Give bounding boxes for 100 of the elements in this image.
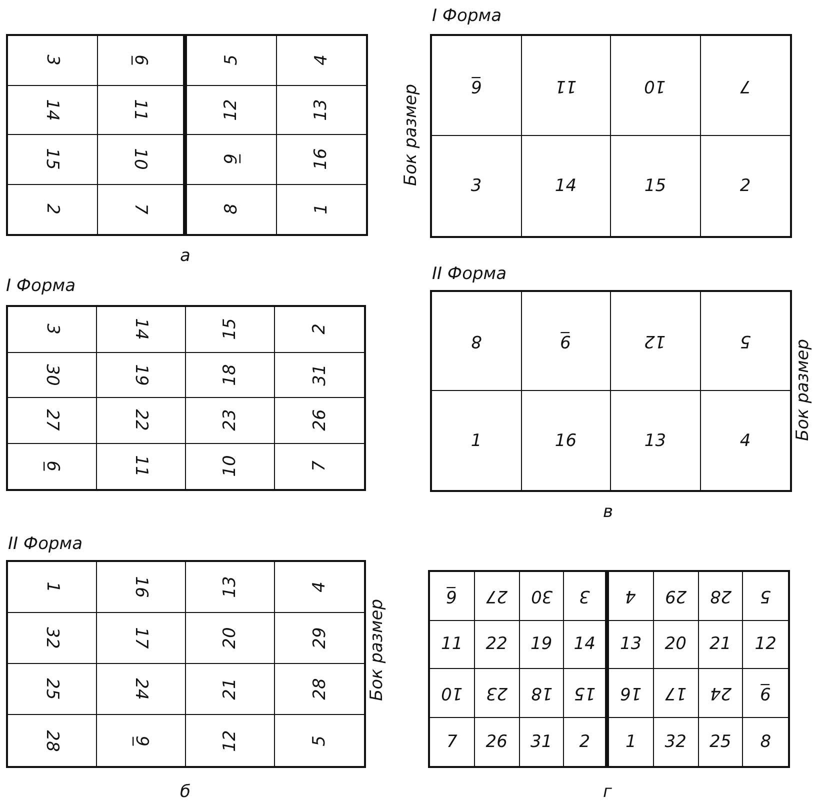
- page-cell: 30: [8, 352, 97, 398]
- page-cell: 11: [97, 444, 186, 489]
- page-cell: 16: [522, 391, 611, 490]
- panel-letter: г: [603, 782, 612, 802]
- page-cell-text: 7: [308, 460, 330, 474]
- page-cell: 14: [97, 307, 186, 352]
- page-cell: 13: [611, 391, 700, 490]
- page-cell: 9̲: [522, 292, 611, 391]
- page-cell: 5: [743, 572, 788, 620]
- page-cell: 21: [698, 620, 744, 669]
- page-cell: 10: [430, 669, 475, 718]
- page-cell: 19: [520, 620, 564, 669]
- page-cell: 18: [520, 669, 564, 718]
- page-cell: 16: [609, 669, 654, 718]
- page-cell: 6̲: [98, 36, 187, 86]
- page-cell: 2: [8, 184, 98, 234]
- page-cell: 14: [522, 136, 611, 236]
- form-title: I Форма: [432, 6, 502, 26]
- form-title: I Форма: [6, 276, 76, 296]
- page-cell: 18: [186, 352, 275, 398]
- page-cell-text: 2: [738, 175, 752, 198]
- page-cell: 26: [474, 718, 520, 766]
- page-cell: 1: [432, 391, 522, 490]
- page-cell: 14: [8, 86, 98, 135]
- page-cell: 19: [97, 352, 186, 398]
- page-cell: 8: [187, 184, 276, 234]
- page-cell: 24: [698, 669, 744, 718]
- panel-letter: а: [180, 246, 190, 266]
- page-cell: 9̲: [187, 135, 276, 184]
- page-cell: 15: [8, 135, 98, 184]
- page-cell-text: 4: [738, 430, 752, 452]
- page-cell: 11: [522, 36, 611, 136]
- page-cell: 32: [8, 613, 97, 664]
- page-cell: 17: [97, 613, 186, 664]
- page-cell: 22: [97, 398, 186, 444]
- panel-letter: б: [180, 782, 190, 802]
- page-cell: 25: [8, 664, 97, 715]
- page-cell: 2: [275, 307, 364, 352]
- page-cell: 13: [276, 86, 366, 135]
- page-cell: 17: [654, 669, 698, 718]
- form-title: II Форма: [432, 264, 506, 284]
- page-cell: 6̲: [8, 444, 97, 489]
- page-cell: 15: [564, 669, 609, 718]
- page-cell: 22: [474, 620, 520, 669]
- page-cell: 26: [275, 398, 364, 444]
- side-label: Бок размер: [793, 338, 814, 442]
- page-cell: 4: [609, 572, 654, 620]
- page-cell-text: 1: [310, 202, 332, 217]
- form-title: II Форма: [8, 534, 82, 554]
- side-label: Бок размер: [401, 84, 422, 186]
- page-cell: 27: [8, 398, 97, 444]
- page-cell: 27: [474, 572, 520, 620]
- page-cell: 16: [97, 562, 186, 613]
- page-cell: 4: [276, 36, 366, 86]
- page-cell: 15: [611, 136, 700, 236]
- page-cell: 6̲: [432, 36, 522, 136]
- page-cell: 6̲: [430, 572, 475, 620]
- page-cell: 25: [698, 718, 744, 766]
- page-cell: 10: [186, 444, 275, 489]
- page-cell: 28: [8, 715, 97, 766]
- page-cell: 3: [8, 36, 98, 86]
- page-cell: 11: [98, 86, 187, 135]
- page-cell: 8: [432, 292, 522, 391]
- page-cell: 14: [564, 620, 609, 669]
- page-cell: 23: [474, 669, 520, 718]
- side-label: Бок размер: [367, 598, 388, 702]
- page-cell: 5: [700, 292, 790, 391]
- page-cell: 3: [8, 307, 97, 352]
- page-cell: 9̲: [97, 715, 186, 766]
- page-cell: 10: [611, 36, 700, 136]
- page-cell: 15: [186, 307, 275, 352]
- page-cell: 20: [186, 613, 275, 664]
- page-cell: 7: [430, 718, 475, 766]
- page-cell: 12: [187, 86, 276, 135]
- page-cell: 32: [654, 718, 698, 766]
- page-cell: 29: [275, 613, 364, 664]
- page-cell: 29: [654, 572, 698, 620]
- page-cell: 7: [700, 36, 790, 136]
- page-cell: 16: [276, 135, 366, 184]
- page-cell-text: 8: [759, 730, 772, 754]
- page-cell: 4: [275, 562, 364, 613]
- page-cell: 2: [564, 718, 609, 766]
- panel-letter: в: [603, 502, 614, 522]
- page-cell: 21: [186, 664, 275, 715]
- page-cell: 5: [187, 36, 276, 86]
- page-cell: 1: [8, 562, 97, 613]
- page-cell: 28: [698, 572, 744, 620]
- page-cell: 30: [520, 572, 564, 620]
- page-cell: 9̲: [743, 669, 788, 718]
- page-cell: 31: [520, 718, 564, 766]
- page-cell: 10: [98, 135, 187, 184]
- page-cell: 3: [564, 572, 609, 620]
- page-cell: 7: [98, 184, 187, 234]
- page-cell-text: 5: [308, 734, 330, 748]
- page-cell: 24: [97, 664, 186, 715]
- page-cell: 12: [186, 715, 275, 766]
- page-cell: 12: [743, 620, 788, 669]
- page-cell: 13: [186, 562, 275, 613]
- page-cell: 31: [275, 352, 364, 398]
- page-cell: 23: [186, 398, 275, 444]
